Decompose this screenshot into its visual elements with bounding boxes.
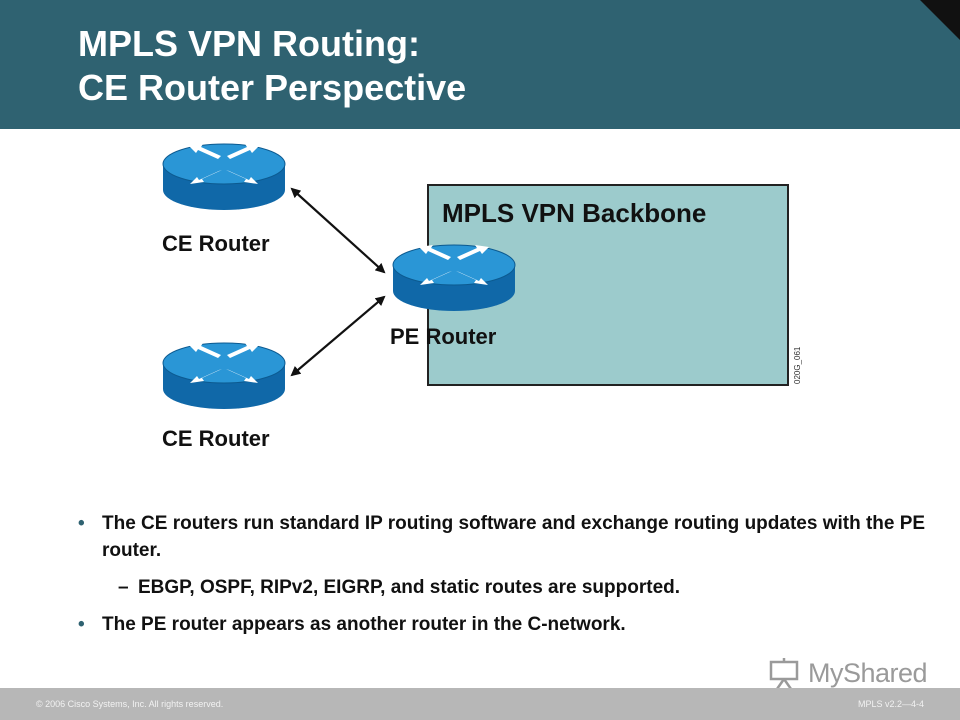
router-icon [162, 143, 286, 211]
corner-triangle [920, 0, 960, 40]
ce-router-top-label: CE Router [162, 231, 270, 256]
title-line-2: CE Router Perspective [78, 67, 467, 108]
watermark-logo: MyShared [768, 658, 928, 692]
bullet-1: • The CE routers run standard IP routing… [78, 510, 928, 564]
pe-router-label: PE Router [390, 324, 497, 349]
bullet-2: • The PE router appears as another route… [78, 611, 928, 638]
course-code: MPLS v2.2—4-4 [857, 699, 924, 709]
backbone-label: MPLS VPN Backbone [442, 198, 706, 228]
link-ce-top-pe [290, 187, 386, 274]
link-ce-bottom-pe [290, 295, 386, 377]
slide-title: MPLS VPN Routing: CE Router Perspective [78, 22, 466, 110]
title-bar: MPLS VPN Routing: CE Router Perspective [0, 0, 960, 129]
router-icon [392, 244, 516, 312]
bullet-dot: • [78, 513, 85, 534]
bullet-1-sub-text: EBGP, OSPF, RIPv2, EIGRP, and static rou… [138, 577, 681, 598]
bullet-1-sub: – EBGP, OSPF, RIPv2, EIGRP, and static r… [78, 574, 928, 601]
bullet-list: • The CE routers run standard IP routing… [78, 510, 928, 638]
router-icon [162, 342, 286, 410]
copyright-text: © 2006 Cisco Systems, Inc. All rights re… [36, 699, 224, 709]
sub-bullet-dash: – [118, 577, 129, 598]
ce-router-bottom-label: CE Router [162, 426, 270, 451]
title-line-1: MPLS VPN Routing: [78, 23, 420, 64]
footer-bar: © 2006 Cisco Systems, Inc. All rights re… [0, 688, 960, 720]
bullet-2-text: The PE router appears as another router … [102, 614, 626, 635]
network-diagram: MPLS VPN Backbone 020G_061 CE Router PE … [162, 143, 802, 451]
bullet-dot: • [78, 614, 85, 635]
figure-id: 020G_061 [793, 346, 802, 384]
presentation-icon [769, 658, 799, 690]
watermark-text: MyShared [808, 658, 928, 688]
bullet-1-text: The CE routers run standard IP routing s… [102, 513, 926, 561]
